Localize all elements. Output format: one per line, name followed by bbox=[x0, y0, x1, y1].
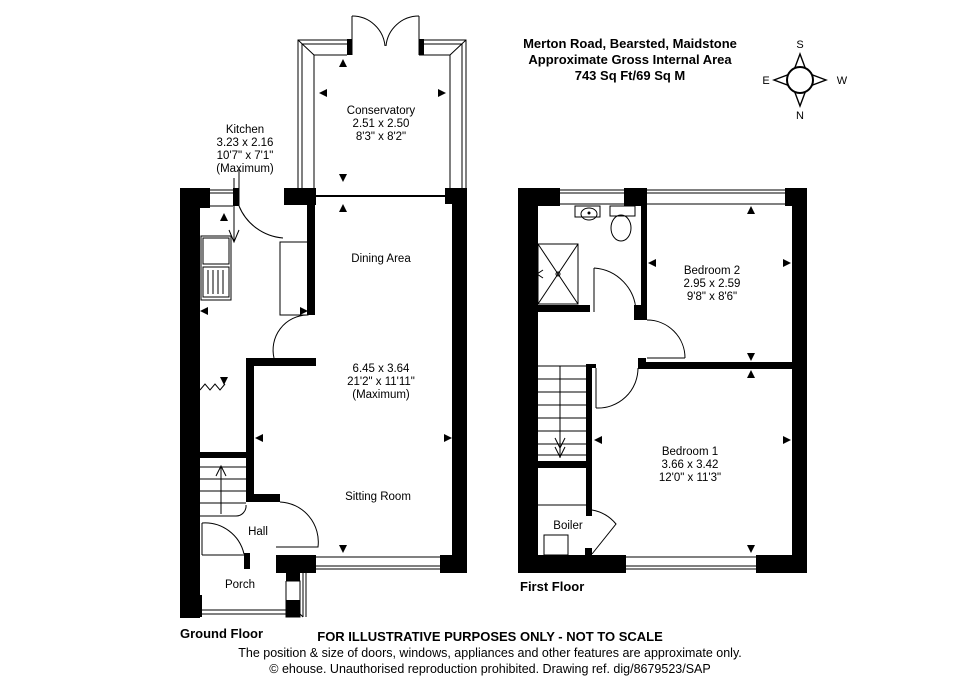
window-sitting-room bbox=[316, 556, 452, 570]
disclaimer-heading: FOR ILLUSTRATIVE PURPOSES ONLY - NOT TO … bbox=[317, 629, 663, 644]
radiator-icon bbox=[199, 383, 226, 391]
copyright-note: © ehouse. Unauthorised reproduction proh… bbox=[269, 662, 711, 676]
kitchen-name: Kitchen bbox=[226, 124, 264, 136]
plan-title-block: Merton Road, Bearsted, Maidstone Approxi… bbox=[470, 36, 790, 84]
stairs-ground-icon bbox=[198, 464, 247, 517]
dining-area-name: Dining Area bbox=[351, 253, 411, 265]
first-floor-plan: Bedroom 2 2.95 x 2.59 9'8" x 8'6" Bedroo… bbox=[518, 188, 807, 573]
boiler-icon bbox=[543, 534, 569, 556]
porch-name: Porch bbox=[225, 579, 255, 591]
conservatory-metric: 2.51 x 2.50 bbox=[353, 118, 410, 130]
compass-north-label: N bbox=[796, 110, 804, 122]
first-floor-label: First Floor bbox=[520, 579, 584, 594]
conservatory-name: Conservatory bbox=[347, 105, 416, 117]
kitchen-door-icon bbox=[238, 170, 284, 239]
sitting-room-name: Sitting Room bbox=[345, 491, 411, 503]
disclaimer-footer: FOR ILLUSTRATIVE PURPOSES ONLY - NOT TO … bbox=[160, 628, 820, 677]
compass-east-label: E bbox=[762, 75, 769, 87]
toilet-icon bbox=[610, 214, 632, 242]
living-metric: 6.45 x 3.64 bbox=[353, 363, 411, 375]
dining-door-icon bbox=[272, 314, 308, 359]
kitchen-sink-icon bbox=[200, 235, 232, 301]
area-title: Approximate Gross Internal Area bbox=[528, 52, 732, 67]
compass-south-label: S bbox=[796, 39, 803, 51]
bedroom2-metric: 2.95 x 2.59 bbox=[684, 278, 741, 290]
compass-west-label: W bbox=[837, 75, 848, 87]
dimension-arrows bbox=[200, 59, 452, 553]
boiler-cupboard bbox=[538, 504, 617, 556]
conservatory-frame bbox=[297, 39, 467, 188]
french-doors-icon bbox=[351, 15, 420, 55]
stairs-first-icon bbox=[538, 365, 586, 459]
property-address: Merton Road, Bearsted, Maidstone bbox=[523, 36, 737, 51]
kitchen-note: (Maximum) bbox=[216, 163, 274, 175]
kitchen-unit-icon bbox=[279, 241, 309, 316]
window-kitchen bbox=[210, 189, 233, 207]
kitchen-metric: 3.23 x 2.16 bbox=[217, 137, 274, 149]
bedroom1-door-icon bbox=[595, 367, 639, 409]
disclaimer-note: The position & size of doors, windows, a… bbox=[238, 646, 742, 660]
ground-floor-plan: Conservatory 2.51 x 2.50 8'3" x 8'2" Kit… bbox=[180, 15, 467, 618]
hall-name: Hall bbox=[248, 526, 268, 538]
dimension-arrows-first bbox=[594, 206, 791, 553]
bedroom2-imperial: 9'8" x 8'6" bbox=[687, 291, 737, 303]
ground-floor-label: Ground Floor bbox=[180, 626, 263, 641]
living-note: (Maximum) bbox=[352, 389, 410, 401]
conservatory-imperial: 8'3" x 8'2" bbox=[356, 131, 406, 143]
bedroom1-name: Bedroom 1 bbox=[662, 446, 718, 458]
window-first-floor bbox=[560, 189, 785, 570]
bathroom-door-icon bbox=[593, 267, 637, 313]
area-value: 743 Sq Ft/69 Sq M bbox=[574, 68, 686, 83]
hall-door-icon bbox=[201, 501, 319, 556]
bedroom1-metric: 3.66 x 3.42 bbox=[662, 459, 719, 471]
kitchen-imperial: 10'7" x 7'1" bbox=[217, 150, 274, 162]
shower-tray-icon bbox=[537, 243, 579, 305]
living-imperial: 21'2" x 11'11" bbox=[347, 376, 415, 388]
bedroom2-door-icon bbox=[646, 319, 686, 359]
bedroom1-imperial: 12'0" x 11'3" bbox=[659, 472, 721, 484]
compass-rose-icon bbox=[772, 52, 828, 108]
basin-icon bbox=[574, 205, 601, 218]
bedroom2-name: Bedroom 2 bbox=[684, 265, 740, 277]
bathroom-fixtures bbox=[536, 205, 636, 305]
boiler-name: Boiler bbox=[553, 520, 583, 532]
